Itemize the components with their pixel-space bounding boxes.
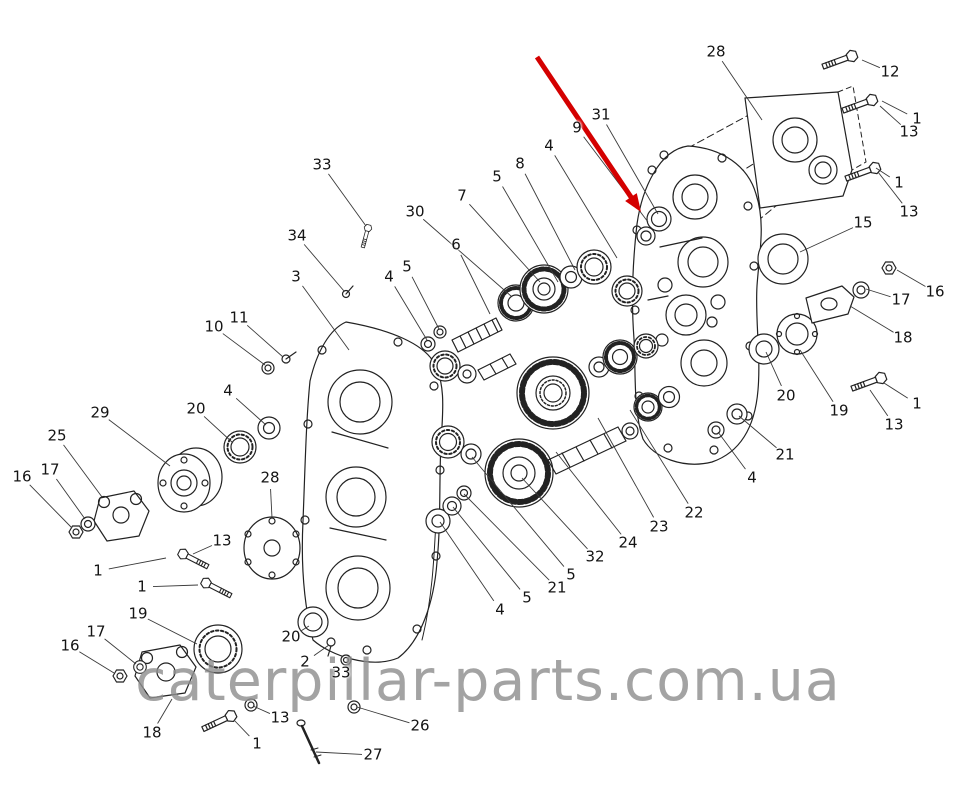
callout-5: 5 xyxy=(566,565,576,584)
callout-29: 29 xyxy=(90,403,110,422)
callout-4: 4 xyxy=(223,381,233,400)
long-bolt-27 xyxy=(296,719,322,765)
callout-5: 5 xyxy=(492,167,502,186)
rear-housing xyxy=(630,145,762,465)
shaft-stub xyxy=(805,285,855,324)
callout-24: 24 xyxy=(618,533,638,552)
callout-21: 21 xyxy=(547,578,567,597)
callout-19: 19 xyxy=(128,604,148,623)
callout-4: 4 xyxy=(747,468,757,487)
callout-13: 13 xyxy=(212,531,232,550)
callout-1: 1 xyxy=(912,394,922,413)
top-cover-plate xyxy=(744,85,867,209)
callout-13: 13 xyxy=(884,415,904,434)
callout-10: 10 xyxy=(204,317,224,336)
callout-11: 11 xyxy=(229,308,249,327)
callout-12: 12 xyxy=(880,62,900,81)
callout-27: 27 xyxy=(363,745,383,764)
callout-30: 30 xyxy=(405,202,425,221)
ring-9 xyxy=(636,226,656,246)
callout-7: 7 xyxy=(457,186,467,205)
callout-1: 1 xyxy=(93,561,103,580)
flange-29 xyxy=(157,453,211,513)
callout-1: 1 xyxy=(912,109,922,128)
gear-train xyxy=(420,206,681,534)
callout-31: 31 xyxy=(591,105,611,124)
callout-13: 13 xyxy=(899,202,919,221)
callout-5: 5 xyxy=(522,588,532,607)
red-pointer-arrow xyxy=(534,55,637,204)
splined-shaft-top xyxy=(451,317,503,353)
callout-23: 23 xyxy=(649,517,669,536)
callout-33: 33 xyxy=(331,663,351,682)
callout-25: 25 xyxy=(47,426,67,445)
callout-22: 22 xyxy=(684,503,704,522)
callout-15: 15 xyxy=(853,213,873,232)
callout-28: 28 xyxy=(260,468,280,487)
callout-13: 13 xyxy=(270,708,290,727)
callout-13: 13 xyxy=(899,122,919,141)
callout-20: 20 xyxy=(186,399,206,418)
callout-28: 28 xyxy=(706,42,726,61)
callout-1: 1 xyxy=(894,173,904,192)
callout-9: 9 xyxy=(572,118,582,137)
callout-17: 17 xyxy=(891,290,911,309)
callout-1: 1 xyxy=(137,577,147,596)
callout-4: 4 xyxy=(384,267,394,286)
callout-4: 4 xyxy=(495,600,505,619)
callout-26: 26 xyxy=(410,716,430,735)
callout-17: 17 xyxy=(86,622,106,641)
callout-19: 19 xyxy=(829,401,849,420)
callout-3: 3 xyxy=(291,267,301,286)
right-side-parts xyxy=(707,233,897,439)
callout-4: 4 xyxy=(544,136,554,155)
callout-2: 2 xyxy=(300,652,310,671)
callout-34: 34 xyxy=(287,226,307,245)
callout-16: 16 xyxy=(60,636,80,655)
callout-17: 17 xyxy=(40,460,60,479)
front-housing xyxy=(300,321,445,663)
callout-6: 6 xyxy=(451,235,461,254)
left-side-parts xyxy=(68,351,361,765)
yoke-18 xyxy=(134,644,197,699)
seal-ring-31 xyxy=(646,206,672,232)
callout-18: 18 xyxy=(893,328,913,347)
callout-20: 20 xyxy=(281,627,301,646)
callout-20: 20 xyxy=(776,386,796,405)
callout-18: 18 xyxy=(142,723,162,742)
callout-21: 21 xyxy=(775,445,795,464)
red-pointer-arrowhead xyxy=(625,193,641,212)
small-bolt-34 xyxy=(341,285,354,299)
bearing-19 xyxy=(193,624,243,674)
callout-1: 1 xyxy=(252,734,262,753)
splined-shaft-lower xyxy=(547,426,627,475)
callout-16: 16 xyxy=(12,467,32,486)
callout-33: 33 xyxy=(312,155,332,174)
callout-32: 32 xyxy=(585,547,605,566)
callout-5: 5 xyxy=(402,257,412,276)
callout-8: 8 xyxy=(515,154,525,173)
seal-20 xyxy=(297,606,329,638)
callout-16: 16 xyxy=(925,282,945,301)
